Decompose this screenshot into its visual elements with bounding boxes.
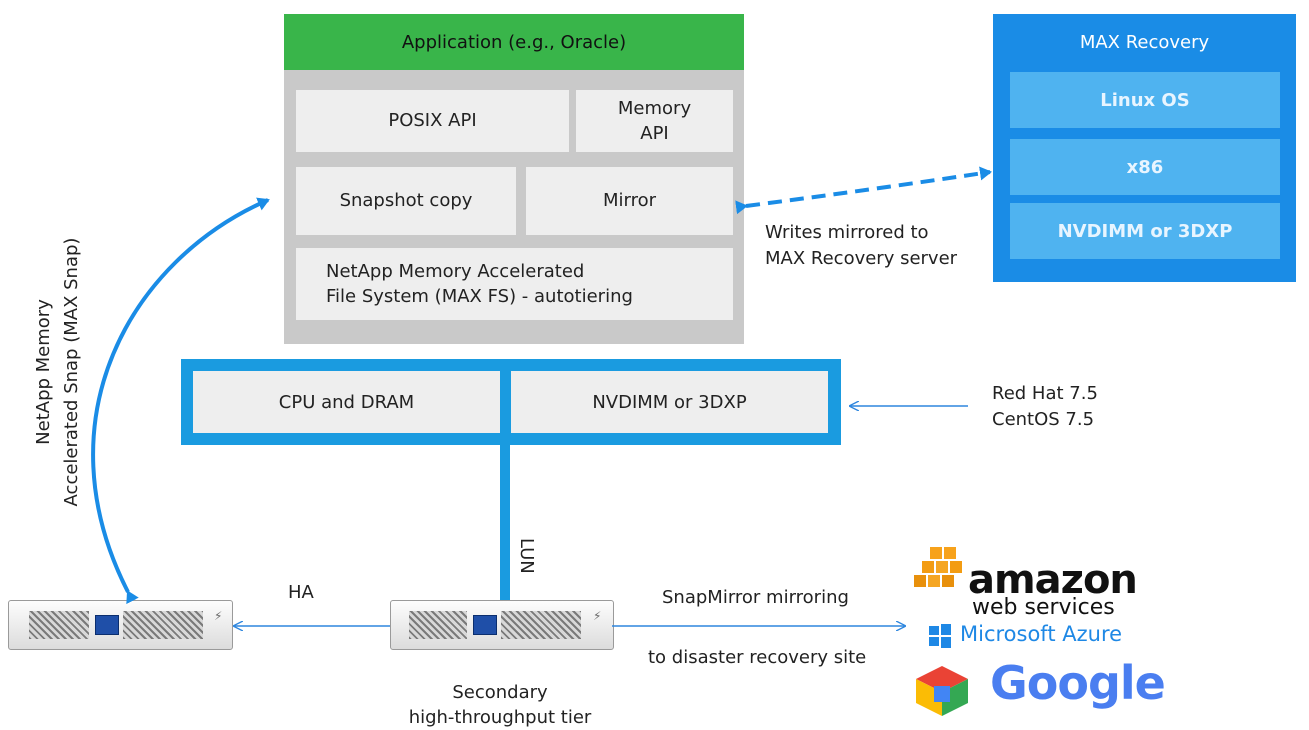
ha-label: HA — [288, 582, 314, 603]
writes-mirror-arrow — [735, 166, 992, 215]
posix-api-cell: POSIX API — [296, 90, 569, 152]
dr-site-label: to disaster recovery site — [648, 647, 867, 668]
max-snap-arrow — [91, 197, 270, 605]
os-label: Red Hat 7.5 CentOS 7.5 — [992, 381, 1098, 433]
google-logo-text: Google — [990, 656, 1166, 710]
max-fs-line2: File System (MAX FS) - autotiering — [326, 286, 633, 307]
max-recovery-title: MAX Recovery — [1079, 31, 1210, 53]
max-fs-cell: NetApp Memory Accelerated File System (M… — [296, 248, 733, 320]
secondary-storage-server: ⚡ — [390, 600, 614, 650]
max-linux-os: Linux OS — [1010, 72, 1280, 128]
application-header: Application (e.g., Oracle) — [284, 14, 744, 70]
writes-line2: MAX Recovery server — [765, 248, 958, 270]
memory-api-line2: API — [640, 123, 669, 144]
max-nvdimm: NVDIMM or 3DXP — [1010, 203, 1280, 259]
google-cube-icon — [916, 666, 968, 716]
nvdimm-cell: NVDIMM or 3DXP — [511, 371, 828, 433]
os-line2: CentOS 7.5 — [992, 409, 1095, 431]
secondary-line1: Secondary — [452, 682, 548, 703]
snapshot-copy-cell: Snapshot copy — [296, 167, 516, 235]
aws-cubes-icon — [914, 547, 962, 587]
writes-mirrored-label: Writes mirrored to MAX Recovery server — [765, 220, 957, 272]
mirror-cell: Mirror — [526, 167, 733, 235]
aws-subtitle: web services — [972, 595, 1115, 620]
lun-connector — [500, 445, 510, 605]
amazon-logo-text: amazon — [968, 557, 1138, 603]
snapmirror-label: SnapMirror mirroring — [662, 587, 849, 608]
os-line1: Red Hat 7.5 — [992, 383, 1098, 404]
secondary-tier-label: Secondary high-throughput tier — [380, 680, 620, 730]
primary-storage-server: ⚡ — [8, 600, 233, 650]
writes-line1: Writes mirrored to — [765, 222, 929, 243]
max-x86: x86 — [1010, 139, 1280, 195]
azure-logo-text: Microsoft Azure — [960, 622, 1123, 646]
secondary-line2: high-throughput tier — [408, 707, 592, 729]
azure-windows-icon — [929, 624, 951, 648]
max-fs-line1: NetApp Memory Accelerated — [326, 260, 585, 282]
memory-api-cell: Memory API — [576, 90, 733, 152]
memory-api-line1: Memory — [617, 97, 692, 119]
